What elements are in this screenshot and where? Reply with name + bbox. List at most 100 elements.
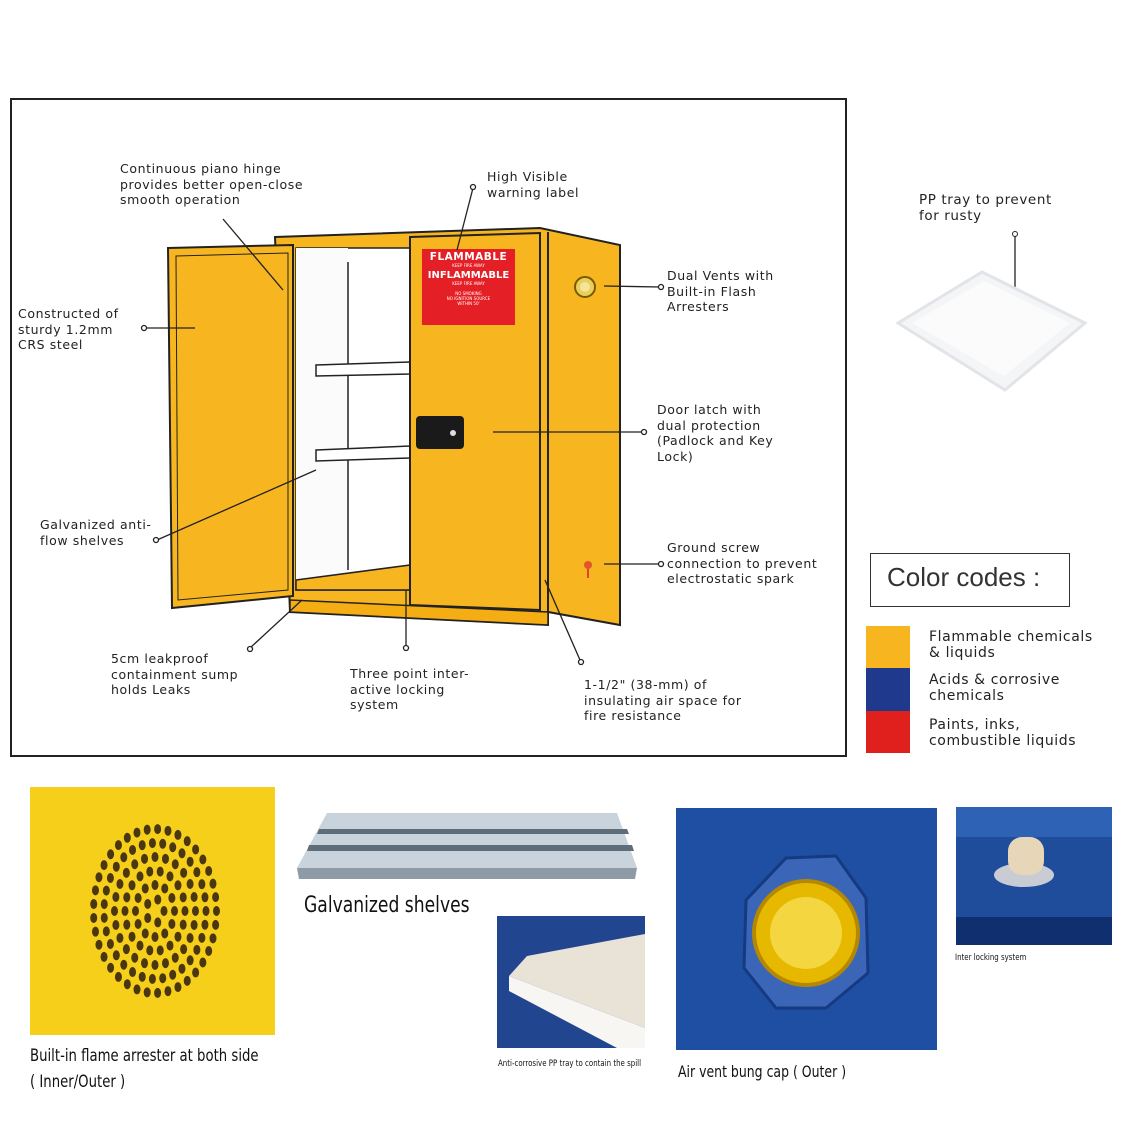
- callout-lines: [140, 183, 665, 666]
- arrester-hole: [186, 879, 194, 889]
- callout-steel: Constructed of sturdy 1.2mm CRS steel: [18, 306, 119, 352]
- arrester-hole: [123, 919, 131, 930]
- left-door: [166, 243, 294, 610]
- swatch-acids: [866, 668, 910, 711]
- arrester-hole: [159, 838, 167, 849]
- arrester-hole: [91, 885, 99, 896]
- pp-tray-photo: [497, 916, 645, 1048]
- arrester-hole: [146, 945, 154, 956]
- lock-caption: Inter locking system: [955, 953, 1027, 963]
- arrester-hole: [148, 973, 156, 984]
- arrester-hole: [122, 944, 130, 955]
- arrester-hole: [102, 926, 110, 937]
- ground-screw-icon: [584, 561, 592, 569]
- arrester-hole: [179, 919, 187, 930]
- arrester-hole: [100, 951, 108, 962]
- arrester-hole: [205, 866, 213, 877]
- arrester-hole: [181, 906, 189, 916]
- arrester-hole: [122, 867, 130, 878]
- label-inflammable: INFLAMMABLE: [427, 270, 510, 281]
- arrester-hole: [138, 971, 146, 982]
- arrester-hole: [146, 866, 154, 877]
- callout-insulation: 1-1/2" (38-mm) of insulating air space f…: [584, 677, 742, 723]
- color-codes-box: Color codes :: [870, 553, 1070, 607]
- arrester-hole: [100, 860, 108, 871]
- arrester-hole: [114, 971, 122, 982]
- arrester-hole: [151, 932, 159, 942]
- arrester-hole: [106, 872, 114, 883]
- arrester-hole: [201, 919, 209, 930]
- arrester-hole: [134, 893, 142, 903]
- arrester-hole: [114, 840, 122, 851]
- arrester-hole: [192, 967, 200, 978]
- arrester-hole: [123, 832, 131, 843]
- arrester-hole: [166, 871, 174, 882]
- arrester-hole: [107, 849, 115, 860]
- arrester-hole: [107, 962, 115, 973]
- arrester-hole: [141, 853, 149, 864]
- arrester-hole: [141, 928, 149, 939]
- arrester-hole: [136, 940, 144, 951]
- callout-ground: Ground screw connection to prevent elect…: [667, 540, 818, 586]
- arrester-hole: [213, 906, 220, 916]
- arrester-hole: [201, 892, 209, 903]
- flame-arrester-photo: [30, 787, 275, 1035]
- arrester-hole: [168, 919, 176, 929]
- arrester-hole: [154, 917, 162, 928]
- arrester-hole: [209, 878, 217, 889]
- vent-caption: Air vent bung cap ( Outer ): [678, 1062, 847, 1081]
- arrester-hole: [154, 824, 162, 835]
- arrester-hole: [161, 928, 169, 939]
- arrester-hole: [141, 883, 149, 894]
- color-codes-title: Color codes :: [887, 562, 1041, 592]
- label-flammable: FLAMMABLE: [429, 251, 508, 263]
- arrester-hole: [151, 960, 159, 970]
- arrester-hole: [151, 852, 159, 862]
- arrester-hole: [178, 963, 186, 974]
- arrester-hole: [134, 919, 142, 929]
- arrester-hole: [199, 957, 207, 968]
- arrester-hole: [143, 824, 151, 835]
- arrester-hole: [174, 931, 182, 942]
- color-label-flammable: Flammable chemicals & liquids: [929, 629, 1093, 661]
- arrester-hole: [132, 906, 139, 916]
- arrester-hole: [116, 879, 124, 889]
- arrester-hole: [154, 987, 162, 998]
- arrester-hole: [174, 829, 182, 840]
- arrester-hole: [180, 867, 188, 878]
- arrester-hole: [161, 853, 169, 864]
- arrester-hole: [171, 906, 178, 916]
- door-latch: [416, 416, 464, 449]
- arrester-hole: [95, 872, 103, 883]
- swatch-paints: [866, 711, 910, 753]
- galvanized-shelf-photo: [297, 813, 637, 879]
- right-door: [409, 231, 541, 612]
- callout-hinge: Continuous piano hinge provides better o…: [120, 161, 304, 207]
- arrester-hole: [178, 848, 186, 859]
- arrester-hole: [128, 880, 136, 891]
- callout-sump: 5cm leakproof containment sump holds Lea…: [111, 651, 239, 697]
- arrester-hole: [180, 944, 188, 955]
- arrester-hole: [190, 919, 198, 930]
- arrester-hole: [174, 982, 182, 993]
- color-label-paints: Paints, inks, combustible liquids: [929, 717, 1077, 749]
- cabinet-illustration: [140, 183, 665, 666]
- arrester-hole: [198, 879, 206, 890]
- shelves-caption: Galvanized shelves: [304, 893, 470, 918]
- warning-label-text: FLAMMABLE KEEP FIRE AWAY INFLAMMABLE KEE…: [422, 251, 515, 306]
- arrester-hole: [131, 859, 139, 870]
- arrester-hole: [156, 945, 164, 956]
- pp-tray-image: [895, 231, 1088, 392]
- callout-shelves: Galvanized anti- flow shelves: [40, 517, 152, 548]
- color-label-acids: Acids & corrosive chemicals: [929, 672, 1060, 704]
- arrester-hole: [209, 933, 217, 944]
- arrester-hole: [120, 959, 128, 970]
- arrester-hole: [129, 967, 137, 978]
- label-sub1: KEEP FIRE AWAY: [452, 263, 485, 268]
- arrester-hole: [100, 912, 108, 923]
- arrester-hole: [198, 932, 206, 943]
- arrester-hole: [121, 906, 129, 916]
- arrester-hole: [144, 898, 152, 909]
- shelf-top: [315, 361, 411, 377]
- callout-locking: Three point inter- active locking system: [350, 666, 470, 712]
